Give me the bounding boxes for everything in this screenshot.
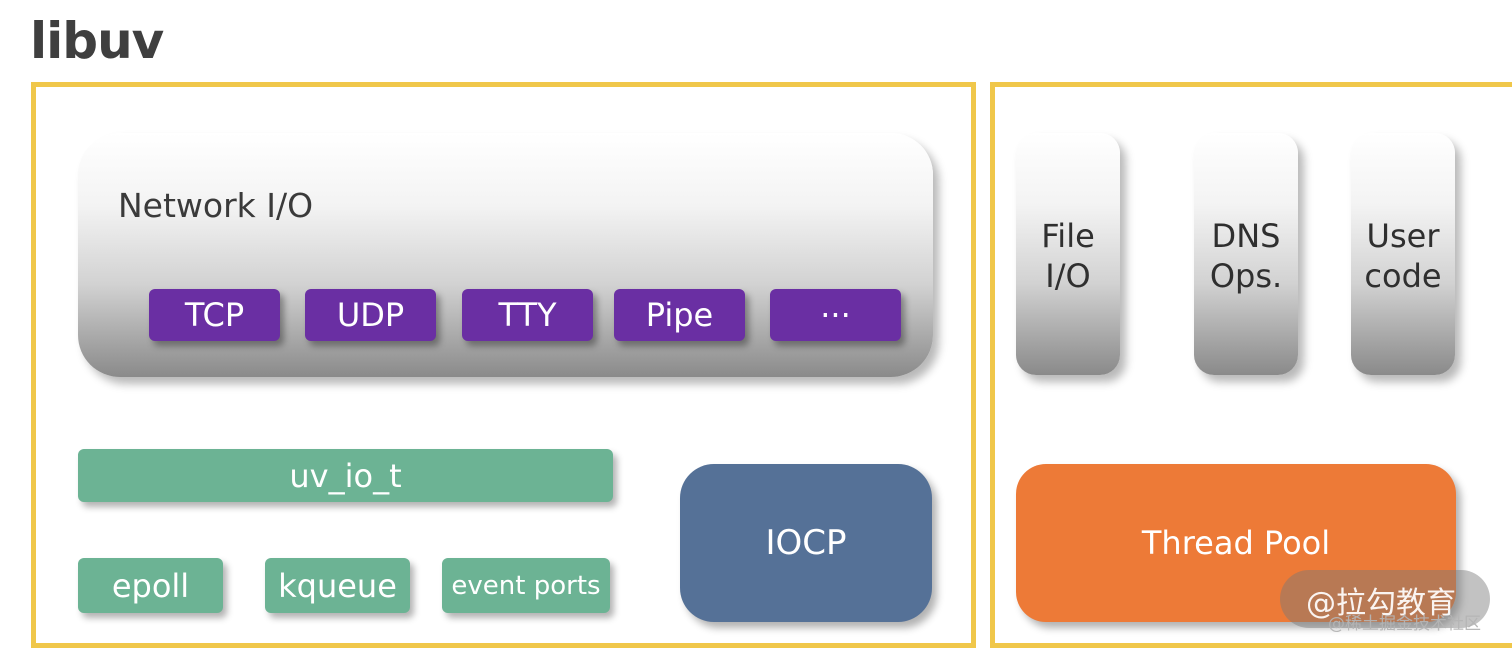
file-io-label-line1: File (1041, 217, 1095, 255)
file-io-label-line2: I/O (1045, 257, 1091, 295)
network-io-frame (31, 82, 976, 648)
dns-ops-label-line2: Ops. (1209, 257, 1283, 295)
udp-box: UDP (305, 289, 436, 341)
more-box: ··· (770, 289, 901, 341)
watermark-main-text: @拉勾教育 (1306, 586, 1456, 621)
thread-pool-box: Thread Pool (1016, 464, 1456, 622)
kqueue-box: kqueue (265, 558, 410, 613)
tcp-box: TCP (149, 289, 280, 341)
dns-ops-label: DNS Ops. (1181, 216, 1311, 296)
user-code-label-line1: User (1366, 217, 1440, 255)
user-code-label-line2: code (1364, 257, 1442, 295)
tty-box: TTY (462, 289, 593, 341)
file-io-label: File I/O (1003, 216, 1133, 296)
watermark-badge (1280, 570, 1490, 628)
user-code-column (1351, 133, 1455, 375)
user-code-label: User code (1338, 216, 1468, 296)
dns-ops-label-line1: DNS (1211, 217, 1281, 255)
epoll-box: epoll (78, 558, 223, 613)
watermark-sub-text: @稀土掘金技术社区 (1328, 614, 1481, 634)
diagram-title: libuv (30, 12, 164, 70)
event-ports-box: event ports (442, 558, 610, 613)
thread-pool-frame (990, 82, 1512, 648)
dns-ops-column (1194, 133, 1298, 375)
iocp-box: IOCP (680, 464, 932, 622)
file-io-column (1016, 133, 1120, 375)
pipe-box: Pipe (614, 289, 745, 341)
uv-io-t-bar: uv_io_t (78, 449, 613, 502)
network-io-label: Network I/O (118, 186, 314, 225)
